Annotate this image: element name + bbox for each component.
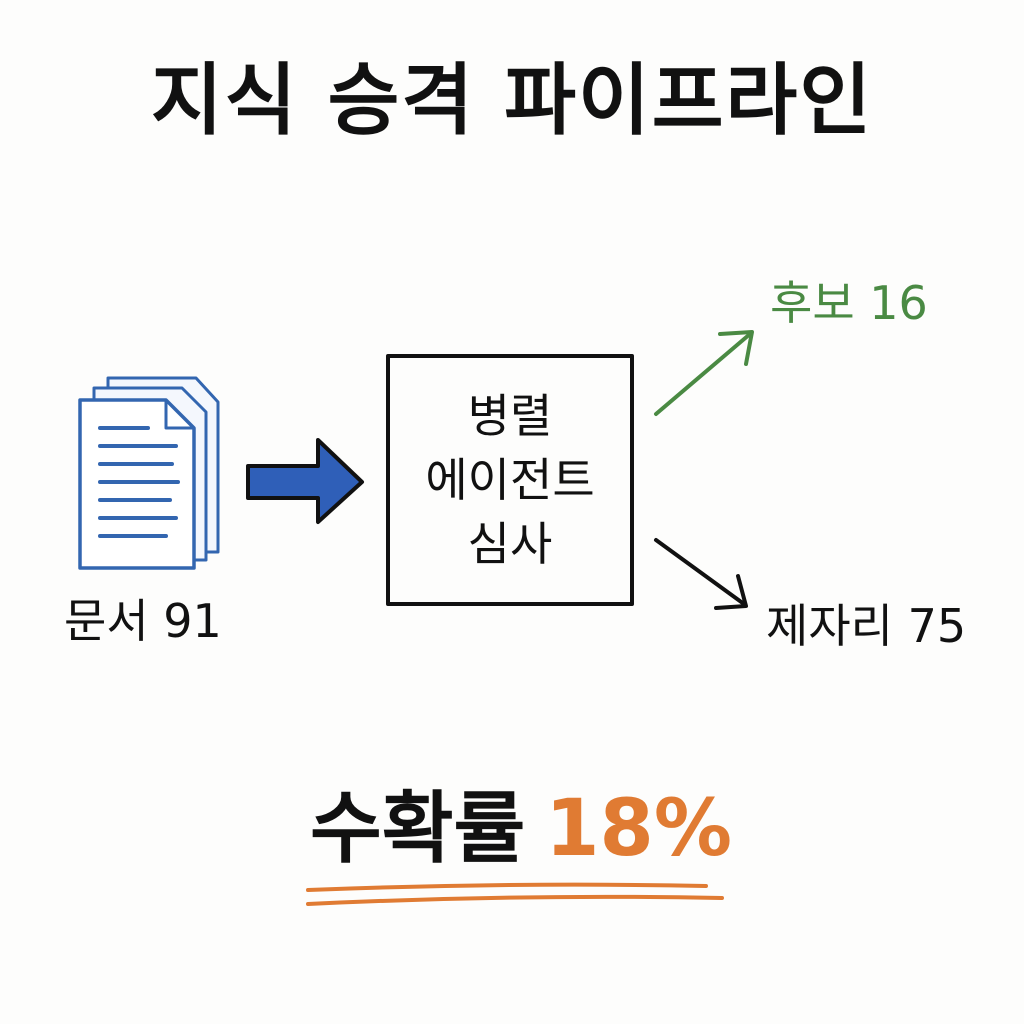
process-box: 병렬 에이전트 심사: [386, 354, 634, 606]
rejected-output-label: 제자리 75: [766, 599, 967, 653]
process-line: 병렬: [467, 388, 553, 443]
down-right-arrow-icon: [654, 538, 748, 610]
double-underline-icon: [306, 882, 724, 906]
process-line: 심사: [467, 517, 553, 572]
document-stack-icon: [78, 376, 220, 570]
document-text-lines: [98, 426, 180, 538]
yield-value: 18%: [545, 784, 732, 874]
document-fold: [164, 400, 194, 430]
right-arrow-icon: [246, 438, 364, 524]
yield-label: 수확률: [310, 784, 526, 874]
diagram-title: 지식 승격 파이프라인: [150, 56, 874, 146]
candidate-output-label: 후보 16: [770, 276, 928, 330]
up-right-arrow-icon: [654, 330, 754, 416]
process-line: 에이전트: [425, 452, 595, 507]
source-documents-label: 문서 91: [64, 594, 222, 648]
